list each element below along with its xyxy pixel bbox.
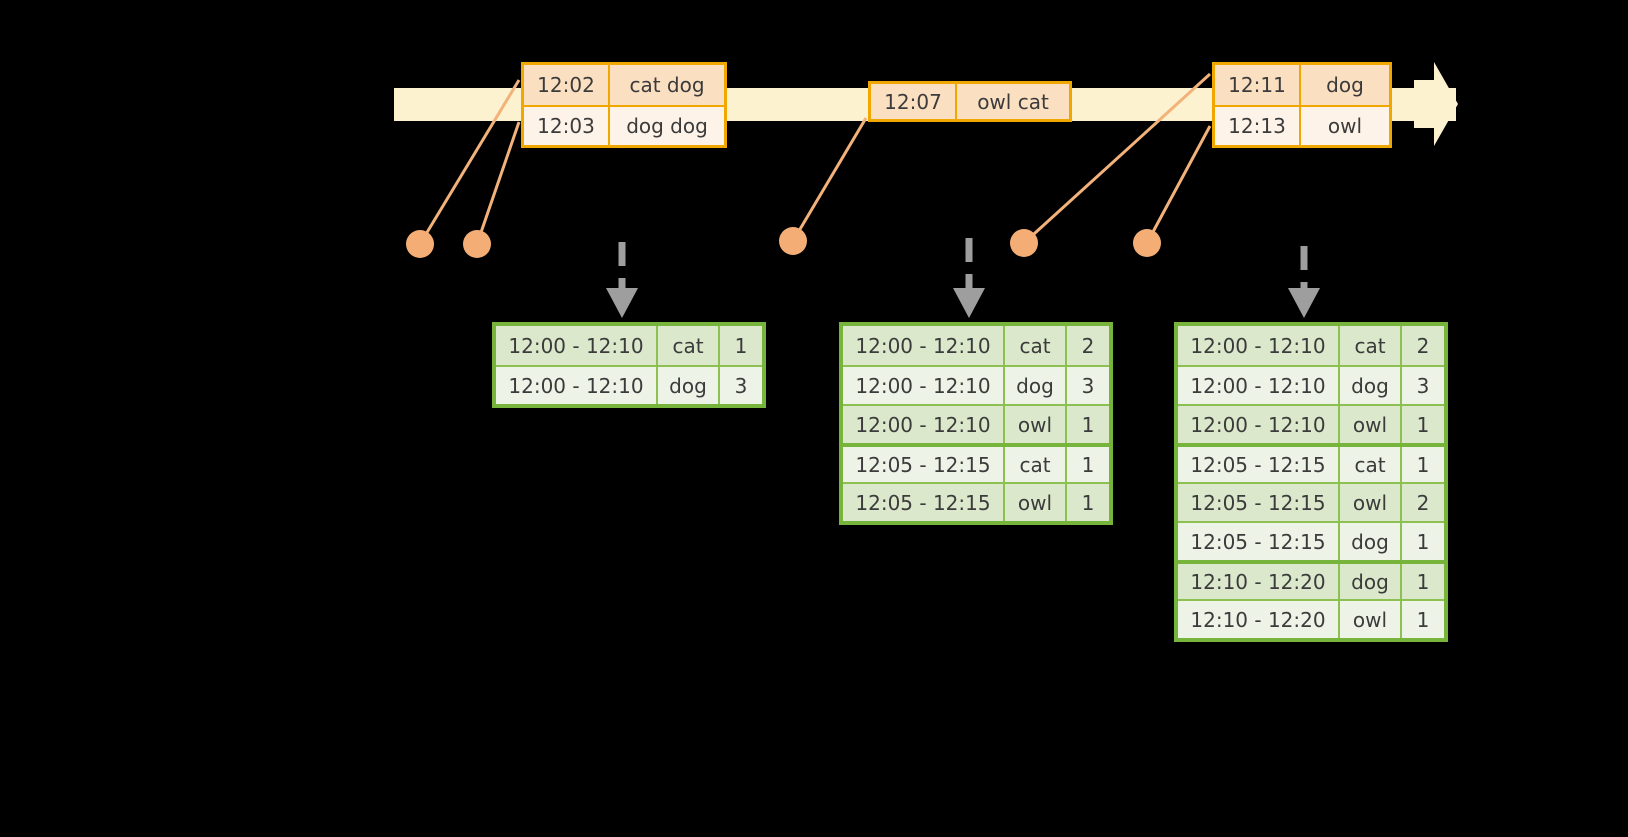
event-box-1: 12:02 cat dog 12:03 dog dog [521,62,727,148]
word-cell: dog [1340,523,1402,560]
event-time: 12:13 [1215,107,1301,145]
count-cell: 1 [1402,447,1444,482]
word-cell: cat [658,326,720,365]
window-cell: 12:00 - 12:10 [1178,406,1340,443]
count-cell: 1 [1067,484,1109,521]
window-cell: 12:00 - 12:10 [496,367,658,404]
window-cell: 12:05 - 12:15 [843,447,1005,482]
word-cell: cat [1005,326,1067,365]
window-cell: 12:00 - 12:10 [1178,367,1340,404]
count-cell: 1 [1067,447,1109,482]
event-time: 12:03 [524,107,610,145]
word-cell: dog [1005,367,1067,404]
event-dot-2 [463,230,491,258]
event-box-2: 12:07 owl cat [868,81,1072,122]
dashed-arrow-head-1 [606,288,638,318]
event-time: 12:07 [871,84,957,119]
word-cell: dog [1340,564,1402,599]
event-row: 12:02 cat dog [524,65,724,105]
event-words: owl cat [957,84,1069,119]
count-cell: 3 [720,367,762,404]
word-cell: owl [1340,484,1402,521]
window-cell: 12:10 - 12:20 [1178,601,1340,638]
count-cell: 1 [1402,523,1444,560]
event-dot-5 [1133,229,1161,257]
event-time: 12:02 [524,65,610,105]
word-cell: owl [1340,406,1402,443]
event-dot-4 [1010,229,1038,257]
window-cell: 12:05 - 12:15 [1178,484,1340,521]
event-words: dog dog [610,107,724,145]
window-cell: 12:00 - 12:10 [843,326,1005,365]
word-cell: dog [658,367,720,404]
event-time: 12:11 [1215,65,1301,105]
window-cell: 12:05 - 12:15 [1178,447,1340,482]
count-cell: 2 [1402,484,1444,521]
window-cell: 12:05 - 12:15 [843,484,1005,521]
connector-line-5 [1145,125,1212,244]
window-cell: 12:05 - 12:15 [1178,523,1340,560]
word-cell: cat [1005,447,1067,482]
event-row: 12:03 dog dog [524,105,724,145]
word-cell: cat [1340,447,1402,482]
count-cell: 1 [1067,406,1109,443]
event-row: 12:07 owl cat [871,84,1069,119]
word-cell: owl [1340,601,1402,638]
event-words: dog [1301,65,1389,105]
event-row: 12:11 dog [1215,65,1389,105]
connector-line-2 [475,121,521,245]
window-cell: 12:00 - 12:10 [1178,326,1340,365]
word-cell: owl [1005,484,1067,521]
window-cell: 12:00 - 12:10 [843,406,1005,443]
window-cell: 12:10 - 12:20 [1178,564,1340,599]
event-box-3: 12:11 dog 12:13 owl [1212,62,1392,148]
event-dot-1 [406,230,434,258]
window-cell: 12:00 - 12:10 [843,367,1005,404]
dashed-arrow-head-3 [1288,288,1320,318]
count-cell: 2 [1402,326,1444,365]
count-cell: 1 [1402,406,1444,443]
word-cell: cat [1340,326,1402,365]
count-cell: 3 [1067,367,1109,404]
dashed-arrow-head-2 [953,288,985,318]
count-cell: 2 [1067,326,1109,365]
count-cell: 1 [1402,601,1444,638]
event-words: owl [1301,107,1389,145]
connector-line-3 [791,117,868,242]
word-cell: owl [1005,406,1067,443]
count-cell: 1 [720,326,762,365]
window-cell: 12:00 - 12:10 [496,326,658,365]
event-row: 12:13 owl [1215,105,1389,145]
event-dot-3 [779,227,807,255]
word-cell: dog [1340,367,1402,404]
count-cell: 3 [1402,367,1444,404]
count-cell: 1 [1402,564,1444,599]
timeline-arrowhead [1414,62,1458,146]
event-words: cat dog [610,65,724,105]
